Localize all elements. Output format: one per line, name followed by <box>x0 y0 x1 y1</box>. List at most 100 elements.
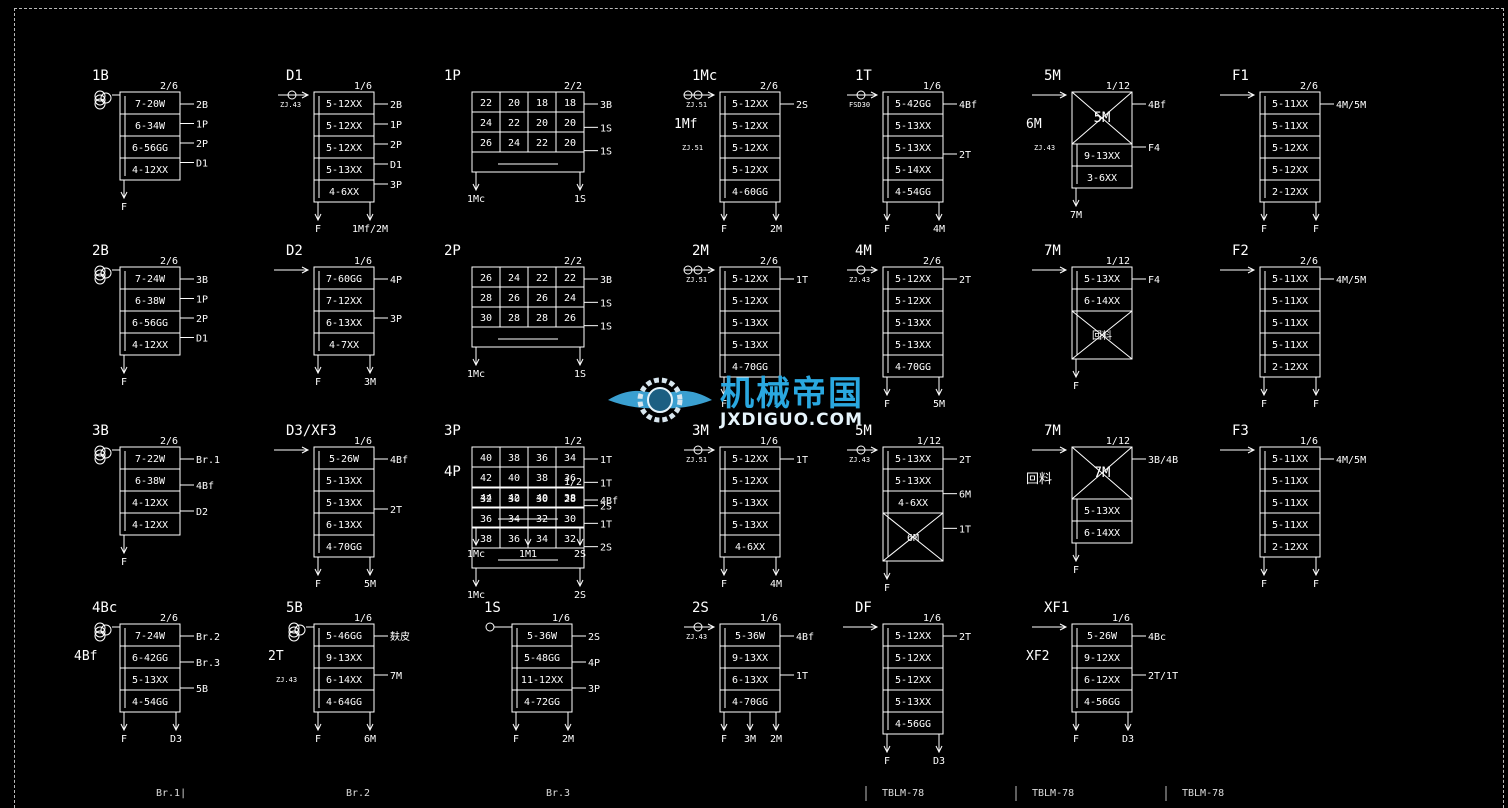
station-title: 5M <box>1044 68 1061 84</box>
grid-value: 26 <box>536 293 548 304</box>
bottom-output-label: 6M <box>364 734 376 745</box>
arrow-head <box>314 213 322 222</box>
sieve-row-label: 5-13XX <box>326 498 362 509</box>
feed-label: ZJ.43 <box>280 101 301 109</box>
station-title: 3P <box>444 423 461 439</box>
output-label: 2P <box>390 140 402 151</box>
bottom-output-label: F <box>884 756 890 767</box>
bottom-output-label: D3 <box>933 756 945 767</box>
station-title: 3M <box>692 423 709 439</box>
arrow-head <box>301 266 310 274</box>
output-label: 1T <box>600 519 612 530</box>
station-ratio: 1/6 <box>760 613 778 624</box>
output-label: 1P <box>196 295 208 306</box>
sieve-row <box>1259 354 1321 378</box>
arrow-head <box>576 538 584 547</box>
arrow-head <box>707 91 716 99</box>
bottom-output-label: 1Mf/2M <box>352 224 388 235</box>
station-ratio: 2/6 <box>760 81 778 92</box>
feed-label: ZJ.43 <box>276 676 297 684</box>
bottom-output-label: 2M <box>562 734 574 745</box>
arrow-head <box>314 568 322 577</box>
output-label: 1T <box>796 275 808 286</box>
sieve-row-label: 5-13XX <box>326 165 362 176</box>
sieve-row-label: 4-7XX <box>329 340 359 351</box>
bottom-output-label: F <box>1261 399 1267 410</box>
arrow-head <box>172 723 180 732</box>
output-label: 4Bf <box>196 481 214 492</box>
grid-value: 34 <box>536 534 548 545</box>
sieve-row-label: 5-13XX <box>732 340 768 351</box>
arrow-head <box>576 183 584 192</box>
station-title: F2 <box>1232 243 1249 259</box>
sieve-row-label: 5-13XX <box>732 520 768 531</box>
watermark: 机械帝国 JXDIGUO.COM <box>604 366 904 438</box>
sieve-row-label: 5-11XX <box>1272 454 1308 465</box>
grid-value: 30 <box>480 313 492 324</box>
sieve-row <box>1071 689 1133 713</box>
output-label: Br.2 <box>196 632 220 643</box>
station-ratio: 1/6 <box>923 81 941 92</box>
sieve-row <box>882 179 944 203</box>
station-title: 5M <box>855 423 872 439</box>
station-title: 4P <box>444 464 461 480</box>
station-xf1: XF11/6XF25-26W9-12XX6-12XX4-56GG4Bc2T/1T… <box>1026 600 1178 745</box>
sieve-row-label: 5-13XX <box>732 498 768 509</box>
arrow-head <box>472 358 480 367</box>
sieve-row-label: 5-12XX <box>732 143 768 154</box>
bottom-output-label: F <box>1313 579 1319 590</box>
station-ratio: 2/6 <box>160 613 178 624</box>
feed-label: ZJ.43 <box>686 633 707 641</box>
output-label: 3B <box>600 275 612 286</box>
sieve-row-label: 5-36W <box>735 631 766 642</box>
sieve-row-label: 5-36W <box>527 631 558 642</box>
grid-value: 22 <box>480 98 492 109</box>
output-label: 麸皮 <box>390 630 410 643</box>
sieve-row-label: 5-13XX <box>895 454 931 465</box>
grid-value: 34 <box>564 453 576 464</box>
sieve-row <box>511 689 573 713</box>
bottom-output-label: F <box>721 224 727 235</box>
output-label: 3P <box>390 180 402 191</box>
sieve-row-label: 6-56GG <box>132 318 168 329</box>
sieve-row-label: 2-12XX <box>1272 542 1308 553</box>
sieve-row <box>882 711 944 735</box>
grid-value: 28 <box>480 293 492 304</box>
arrow-head <box>472 538 480 547</box>
arrow-head <box>720 723 728 732</box>
arrow-head <box>1059 91 1068 99</box>
arrow-head <box>1059 446 1068 454</box>
output-label: 2S <box>600 543 612 554</box>
grid-value: 32 <box>536 514 548 525</box>
bottom-output-label: 3M <box>744 734 756 745</box>
arrow-head <box>720 388 728 397</box>
arrow-head <box>772 568 780 577</box>
arrow-head <box>707 623 716 631</box>
station-ratio: 1/2 <box>564 436 582 447</box>
arrow-head <box>707 446 716 454</box>
sieve-row-label: 4-12XX <box>132 165 168 176</box>
cyclone-icon <box>288 630 300 642</box>
station-ratio: 1/6 <box>1112 613 1130 624</box>
feed-label: ZJ.43 <box>849 456 870 464</box>
grid-value: 38 <box>564 493 576 504</box>
output-label: 4M/5M <box>1336 275 1366 286</box>
grid-value: 22 <box>564 273 576 284</box>
sieve-row-label: 5-13XX <box>132 675 168 686</box>
output-label: 2S <box>588 632 600 643</box>
flow-line <box>1071 310 1133 360</box>
grid-value: 28 <box>508 313 520 324</box>
arrow-head <box>935 745 943 754</box>
sieve-row-label: 5-12XX <box>732 274 768 285</box>
cyclone-icon <box>94 98 106 110</box>
arrow-head <box>1072 554 1080 563</box>
output-label: 4Bf <box>600 496 618 507</box>
bottom-output-label: F <box>121 202 127 213</box>
sieve-row-label: 6-38W <box>135 476 166 487</box>
station-ratio: 1/6 <box>760 436 778 447</box>
sieve-row-label: 4-12XX <box>132 340 168 351</box>
station-1mc: 1Mc2/6ZJ.511MfZJ.515-12XX5-12XX5-12XX5-1… <box>674 68 808 235</box>
